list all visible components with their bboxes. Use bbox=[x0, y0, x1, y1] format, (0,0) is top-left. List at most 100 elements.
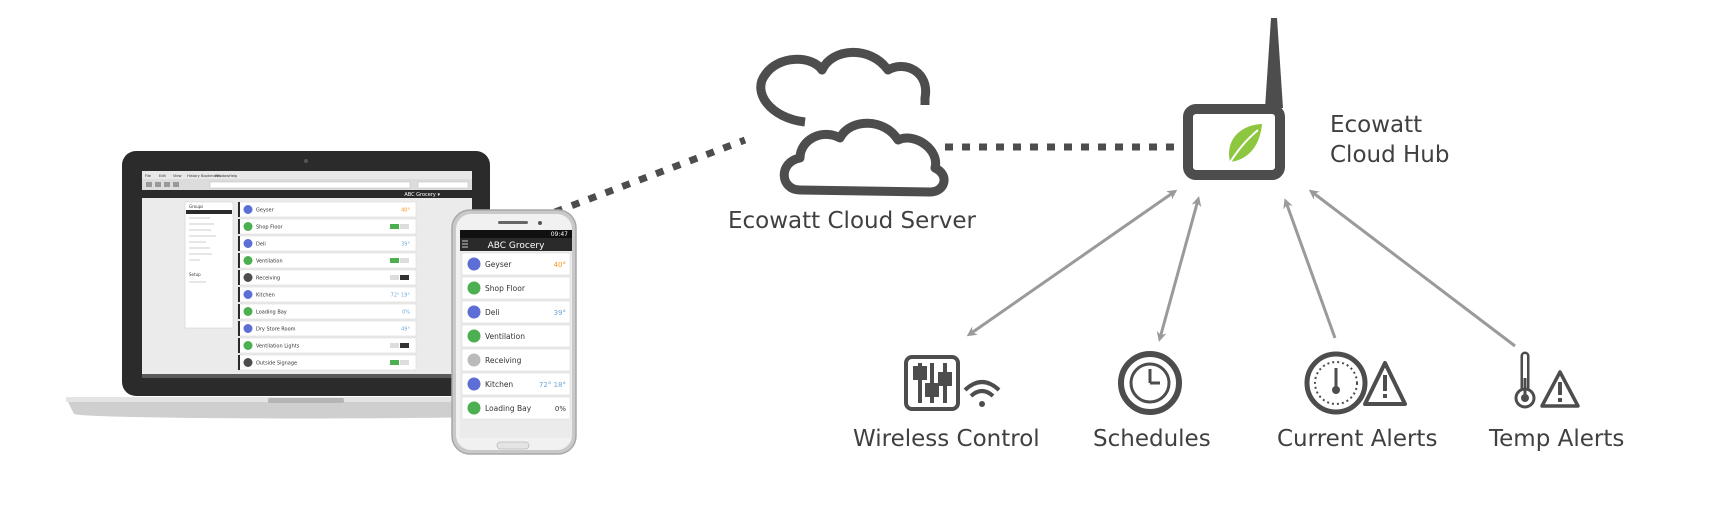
link-phone-to-cloud bbox=[553, 136, 747, 216]
laptop-sidebar-setup: Setup bbox=[189, 272, 201, 277]
toggle-off[interactable] bbox=[400, 360, 409, 365]
phone-status-bar bbox=[460, 230, 572, 238]
laptop-row-name: Dry Store Room bbox=[256, 327, 296, 333]
phone-list-row[interactable]: Geyser 40° bbox=[461, 252, 571, 276]
laptop-row-name: Geyser bbox=[256, 208, 275, 214]
device-icon bbox=[467, 281, 481, 295]
toggle-off[interactable] bbox=[400, 224, 409, 229]
laptop-list-row[interactable]: Deli 39° bbox=[237, 235, 417, 252]
device-icon bbox=[467, 401, 481, 415]
phone-list-row[interactable]: Loading Bay 0% bbox=[461, 396, 571, 420]
toggle-on[interactable] bbox=[390, 360, 399, 365]
leaf-icon bbox=[1227, 124, 1262, 167]
laptop-list-row[interactable]: Ventilation bbox=[237, 252, 417, 269]
toggle-off[interactable] bbox=[400, 258, 409, 263]
cloud-server-icon bbox=[756, 47, 949, 197]
arrow-hub-wireless bbox=[966, 189, 1178, 337]
thermometer-icon bbox=[1514, 351, 1536, 409]
toggle-on[interactable] bbox=[390, 258, 399, 263]
phone-row-name: Deli bbox=[485, 308, 500, 317]
phone-status-time: 09:47 bbox=[551, 231, 568, 238]
laptop-row-name: Ventilation bbox=[256, 259, 283, 265]
phone-row-name: Receiving bbox=[485, 356, 522, 365]
laptop-row-name: Shop Floor bbox=[256, 225, 284, 231]
schedules-label: Schedules bbox=[1093, 426, 1211, 452]
laptop-app-header bbox=[142, 190, 472, 198]
phone-row-value: 40° bbox=[554, 261, 566, 269]
laptop-menu-item[interactable]: File bbox=[145, 174, 152, 178]
cloud-hub-icon bbox=[1183, 18, 1285, 180]
device-icon bbox=[467, 353, 481, 367]
phone-list-row[interactable]: Kitchen 72° 18° bbox=[461, 372, 571, 396]
device-icon bbox=[243, 324, 253, 333]
laptop-row-value: 39° bbox=[401, 242, 410, 248]
phone-row-value: 72° 18° bbox=[539, 381, 566, 389]
laptop-search-box bbox=[417, 181, 469, 189]
laptop-list-row[interactable]: Ventilation Lights bbox=[237, 337, 417, 354]
device-icon bbox=[243, 222, 253, 231]
phone-list-row[interactable]: Deli 39° bbox=[461, 300, 571, 324]
device-icon bbox=[467, 257, 481, 271]
laptop-row-name: Kitchen bbox=[256, 293, 275, 299]
current-alerts-label: Current Alerts bbox=[1277, 426, 1438, 452]
phone-row-name: Ventilation bbox=[485, 332, 525, 341]
arrow-hub-schedules bbox=[1156, 196, 1202, 342]
laptop-menu-item[interactable]: History bbox=[187, 174, 201, 178]
phone-list-row[interactable]: Shop Floor bbox=[461, 276, 571, 300]
toggle-on[interactable] bbox=[390, 275, 399, 280]
laptop-menu-item[interactable]: Help bbox=[229, 174, 238, 178]
phone-row-name: Geyser bbox=[485, 260, 512, 269]
device-icon bbox=[243, 273, 253, 282]
hub-label-line1: Ecowatt bbox=[1330, 112, 1423, 138]
gauge-icon bbox=[1304, 351, 1368, 415]
wireless-control-label: Wireless Control bbox=[853, 426, 1040, 452]
wireless-control-icon bbox=[904, 355, 1001, 411]
toggle-on[interactable] bbox=[390, 224, 399, 229]
laptop-sidebar-heading: Groups bbox=[189, 204, 203, 209]
laptop-row-name: Receiving bbox=[256, 276, 280, 282]
wifi-icon bbox=[963, 380, 1001, 407]
device-icon bbox=[243, 290, 253, 299]
phone-row-value: 39° bbox=[554, 309, 566, 317]
laptop-list-row[interactable]: Dry Store Room 49° bbox=[237, 320, 417, 337]
laptop-row-value: 0% bbox=[402, 310, 410, 316]
phone-row-value: 0% bbox=[555, 405, 566, 413]
laptop-menu-item[interactable]: Window bbox=[215, 174, 229, 178]
hub-label-line2: Cloud Hub bbox=[1330, 142, 1450, 168]
phone-list-row[interactable]: Receiving bbox=[461, 348, 571, 372]
device-icon bbox=[243, 307, 253, 316]
phone-menu-icon[interactable] bbox=[462, 240, 468, 248]
laptop-list-row[interactable]: Outside Signage bbox=[237, 354, 417, 371]
laptop-menu-item[interactable]: View bbox=[173, 174, 182, 178]
laptop-menu-item[interactable]: Edit bbox=[159, 174, 167, 178]
toggle-off[interactable] bbox=[400, 343, 409, 348]
temp-warning-icon bbox=[1540, 370, 1580, 408]
laptop-url-bar bbox=[209, 181, 411, 189]
device-icon bbox=[467, 305, 481, 319]
device-icon bbox=[467, 377, 481, 391]
laptop-row-value: 49° bbox=[401, 327, 410, 333]
toggle-on[interactable] bbox=[390, 343, 399, 348]
laptop-list-row[interactable]: Shop Floor bbox=[237, 218, 417, 235]
phone-home-button[interactable] bbox=[496, 441, 530, 450]
laptop-list-row[interactable]: Receiving bbox=[237, 269, 417, 286]
cloud-server-label: Ecowatt Cloud Server bbox=[728, 208, 976, 234]
laptop-row-name: Ventilation Lights bbox=[256, 344, 300, 350]
clock-icon bbox=[1118, 351, 1182, 415]
phone-row-name: Kitchen bbox=[485, 380, 513, 389]
arrow-temp-alerts-hub bbox=[1308, 189, 1516, 348]
laptop-row-name: Outside Signage bbox=[256, 361, 297, 367]
phone-list-row[interactable]: Ventilation bbox=[461, 324, 571, 348]
laptop-row-name: Deli bbox=[256, 242, 266, 248]
phone-row-name: Loading Bay bbox=[485, 404, 532, 413]
toggle-off[interactable] bbox=[400, 275, 409, 280]
laptop-menu-item[interactable]: Bookmarks bbox=[201, 174, 221, 178]
